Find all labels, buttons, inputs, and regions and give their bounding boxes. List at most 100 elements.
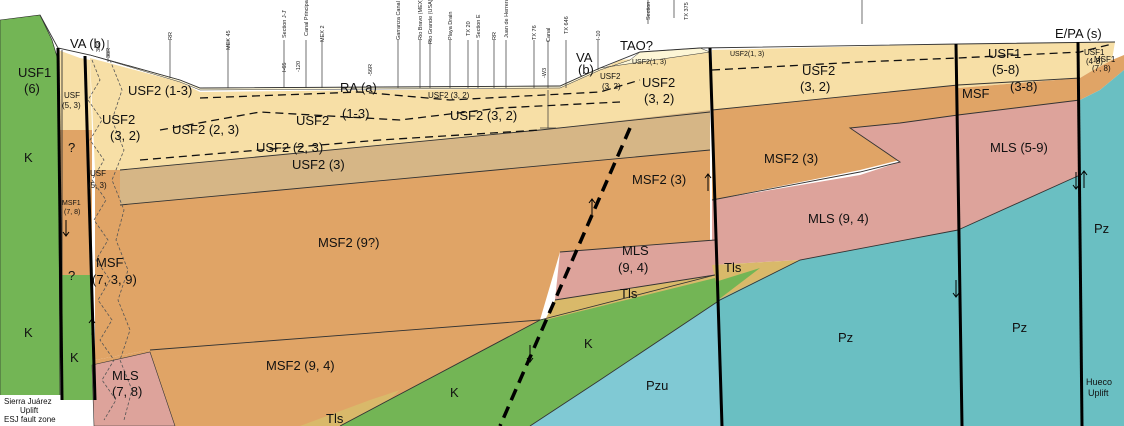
label-msf-left: MSF (96, 255, 124, 270)
label-usf1-48-age: (4-8) (1086, 57, 1103, 66)
surface-feature-label: TX 375 (684, 2, 690, 20)
contact-msf-mls (149, 319, 541, 351)
mls-59-block (958, 100, 1080, 230)
corner-box-left (0, 395, 62, 426)
msf2-9-region (95, 150, 710, 360)
label-usf2-13-small: USF2(1, 3) (730, 51, 764, 58)
label-msf-38: MSF (962, 86, 990, 101)
label-mls-59: MLS (5-9) (990, 140, 1048, 155)
label-tls-bottom: Tls (326, 411, 344, 426)
label-usf2-right-age: (3, 2) (644, 91, 674, 106)
label-mls-78: MLS (112, 368, 139, 383)
label-pzu: Pzu (646, 378, 668, 393)
dashed-contact-1 (199, 79, 641, 101)
label-usf1-left-age: (6) (24, 81, 40, 96)
label-usf-lower-age: (5, 3) (88, 181, 107, 190)
surface-feature-label: Section E (476, 14, 482, 38)
unit-labels: VA (b) VA (b) TAO? RA (a) E/PA (s) USF1 … (18, 26, 1116, 426)
label-usf2-3: USF2 (3) (292, 157, 345, 172)
label-usf-left: USF (64, 91, 80, 100)
dashed-contact-right (711, 43, 1113, 71)
fault-arrows (62, 170, 1088, 363)
usf1-48-block (1080, 42, 1115, 78)
ground-surface (39, 14, 1116, 89)
corner-box-right (1082, 368, 1124, 426)
pz-edge-block (1080, 70, 1124, 426)
mls-94-mid (555, 240, 715, 300)
surface-feature-label: Section J-J' (282, 10, 288, 38)
surface-feature-label: MEX 2 (320, 25, 326, 42)
label-usf2-center: USF2 (296, 113, 329, 128)
label-mls-94-mid-age: (9, 4) (618, 260, 648, 275)
label-k-left1: K (24, 150, 33, 165)
msf1-78-block (1080, 55, 1124, 100)
contact-k-top (339, 274, 716, 426)
label-question-2: ? (68, 268, 75, 283)
label-va-mid: VA (576, 50, 593, 65)
label-usf2-32-tao: USF2 (600, 72, 621, 81)
surface-feature-label: TX 20 (466, 21, 472, 36)
mls-right-block (712, 115, 958, 265)
label-usf2-rblock-age: (3, 2) (800, 79, 830, 94)
msf-strip-left (60, 130, 92, 275)
contact-right-pz (957, 174, 1081, 231)
contact-tls-mid2 (554, 274, 716, 301)
label-pz-mid: Pz (838, 330, 853, 345)
label-usf2-32-a-age: (3, 2) (110, 128, 140, 143)
label-usf2-23b: USF2 (2, 3) (256, 140, 323, 155)
surface-feature-label: Section (646, 2, 652, 20)
label-question-1: ? (68, 140, 75, 155)
pz-far-block (958, 175, 1082, 426)
label-usf2-32-small: USF2 (3, 2) (428, 91, 470, 100)
label-usf2-right: USF2 (642, 75, 675, 90)
usf-strip-left (58, 50, 92, 130)
label-usf1-58: USF1 (988, 46, 1021, 61)
surface-feature-label: Playa Drain (448, 12, 454, 40)
label-usf2-23a: USF2 (2, 3) (172, 122, 239, 137)
fault-mid (708, 47, 724, 426)
contact-tls-mid (559, 239, 716, 253)
label-usf1-left: USF1 (18, 65, 51, 80)
surface-feature-label: Garranza Canal (396, 1, 402, 40)
surface-feature-label: TX 646 (564, 16, 570, 34)
label-usf2-32-a: USF2 (102, 112, 135, 127)
label-k-mid: K (584, 336, 593, 351)
well-label: -56R (368, 64, 374, 76)
label-usf1-58-age: (5-8) (992, 62, 1019, 77)
label-mls-78-age: (7, 8) (112, 384, 142, 399)
k-green-sliver (715, 268, 760, 300)
fault-far-right (1076, 41, 1084, 426)
surface-feature-label: RR (492, 32, 498, 40)
contact-usf3-base (119, 149, 711, 206)
k-strip-left (62, 275, 94, 400)
msf2-right-block (712, 85, 958, 200)
label-usf2-rblock: USF2 (802, 63, 835, 78)
well-label: -W3 (542, 68, 548, 78)
label-mls-94-right: MLS (9, 4) (808, 211, 869, 226)
label-hueco: Hueco (1086, 377, 1112, 387)
fault-central-dashed (498, 127, 632, 426)
usf2-3-band (120, 110, 710, 205)
tls-bottom (300, 390, 400, 426)
label-va-b-left: VA (b) (70, 36, 105, 51)
label-ra: RA (a) (340, 80, 377, 95)
label-usf-left-age: (5, 3) (62, 101, 81, 110)
well-label: -120 (296, 61, 302, 72)
label-k-bottom: K (450, 385, 459, 400)
tls-right (712, 260, 800, 300)
label-usf2-13b: (1-3) (342, 106, 369, 121)
zigzag-left (87, 59, 117, 421)
label-pz-right: Pz (1012, 320, 1027, 335)
corner-labels: Sierra Juárez Uplift ESJ fault zone Huec… (4, 377, 1112, 424)
contact-usf-base (119, 111, 711, 171)
zigzag-left2 (109, 59, 133, 421)
surface-feature-label: Canal (546, 28, 552, 42)
fault-right (954, 43, 964, 426)
mls-78-region (91, 351, 176, 426)
label-msf-left-age: (7, 3, 9) (92, 272, 137, 287)
surface-feature-label: MEX 45 (226, 30, 232, 50)
label-tao: TAO? (620, 38, 653, 53)
label-k-left2: K (24, 325, 33, 340)
